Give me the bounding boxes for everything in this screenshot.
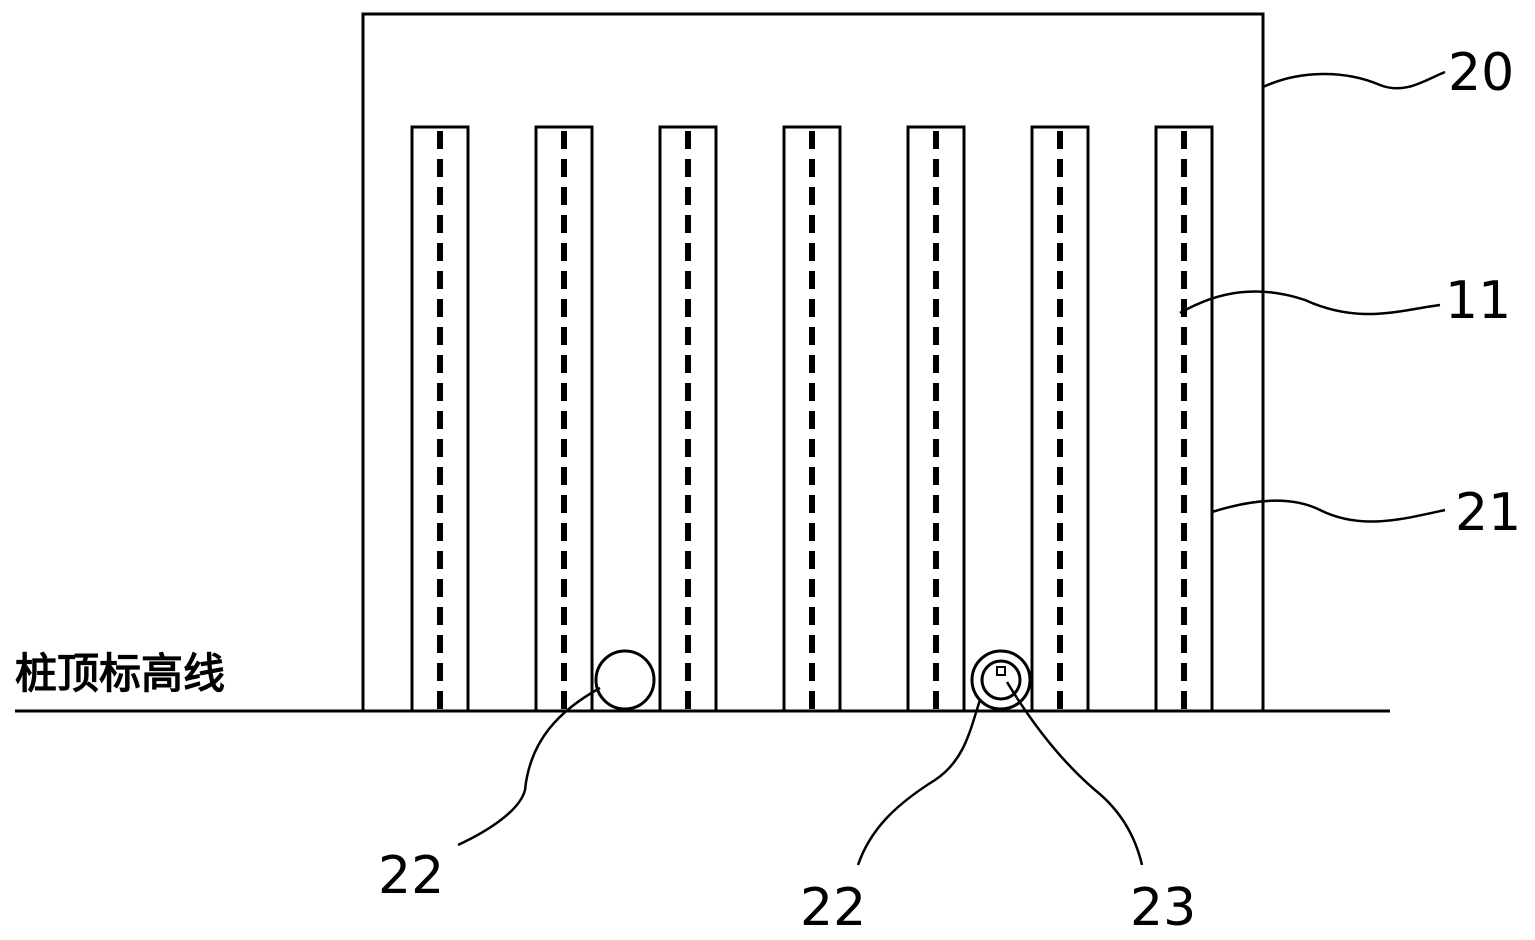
leader-line-marker-left [457, 686, 601, 847]
callout-rebar: 11 [1445, 271, 1511, 331]
callout-inner-marker: 23 [1130, 878, 1196, 938]
leader-line-cap [1262, 70, 1446, 90]
leader-line-marker-right [856, 699, 982, 866]
callout-sleeve: 21 [1455, 483, 1521, 543]
inner-marker-circle [980, 659, 1022, 701]
leader-line-sleeve [1211, 499, 1446, 523]
marker-circle-left [594, 649, 656, 711]
sleeve-group [410, 125, 1214, 713]
callout-marker-right: 22 [800, 878, 866, 938]
leader-line-rebar [1179, 290, 1441, 316]
leader-line-inner-marker [1005, 681, 1144, 866]
callout-cap: 20 [1448, 43, 1514, 103]
callout-marker-left: 22 [378, 846, 444, 906]
pile-top-elevation-label: 桩顶标高线 [15, 649, 225, 698]
inner-marker-square [996, 666, 1006, 676]
